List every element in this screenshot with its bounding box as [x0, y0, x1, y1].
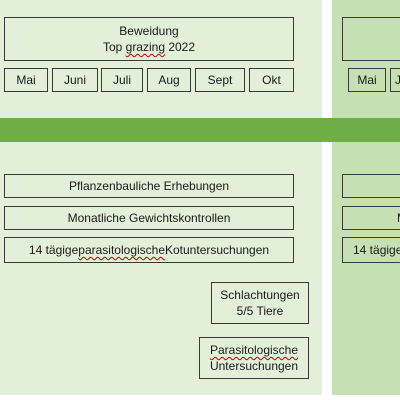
- row-gewichtskontrollen: Monatliche Gewichtskontrollen: [4, 206, 294, 230]
- slaughter-line2: 5/5 Tiere: [236, 304, 284, 318]
- month-box-juni: Juni: [52, 68, 98, 92]
- timeline-band: [0, 118, 400, 142]
- row-pflanzenbauliche-erhebungen: Pflanzenbauliche Erhebungen: [4, 174, 294, 198]
- month-box-okt: Okt: [249, 68, 294, 92]
- right-month-box-mai: Mai: [348, 68, 386, 92]
- title-line1: Beweidung: [119, 24, 179, 38]
- row-kotuntersuchungen: 14 tägige parasitologische Kotuntersuchu…: [4, 237, 294, 263]
- right-row1-box: [342, 174, 400, 198]
- month-box-juli: Juli: [101, 68, 143, 92]
- slaughter-line1: Schlachtungen: [220, 288, 300, 302]
- right-title-box: [342, 17, 400, 61]
- month-box-mai: Mai: [4, 68, 48, 92]
- left-panel: Beweidung Top grazing 2022 Mai Juni Juli…: [0, 0, 322, 395]
- slaughter-box: Schlachtungen 5/5 Tiere: [211, 282, 309, 324]
- right-row3-box: 14 tägige: [342, 237, 400, 263]
- right-row2-box: M: [342, 206, 400, 230]
- parasitology-line1: Parasitologische: [209, 343, 299, 357]
- parasitology-line2: Untersuchungen: [209, 359, 299, 373]
- month-box-aug: Aug: [147, 68, 191, 92]
- title-box: Beweidung Top grazing 2022: [4, 17, 294, 61]
- title-line2: Top grazing 2022: [102, 40, 196, 54]
- month-box-sept: Sept: [195, 68, 245, 92]
- right-month-box-partial: J: [390, 68, 400, 92]
- right-panel: Mai J M 14 tägige: [332, 0, 400, 395]
- parasitology-box: Parasitologische Untersuchungen: [199, 337, 309, 379]
